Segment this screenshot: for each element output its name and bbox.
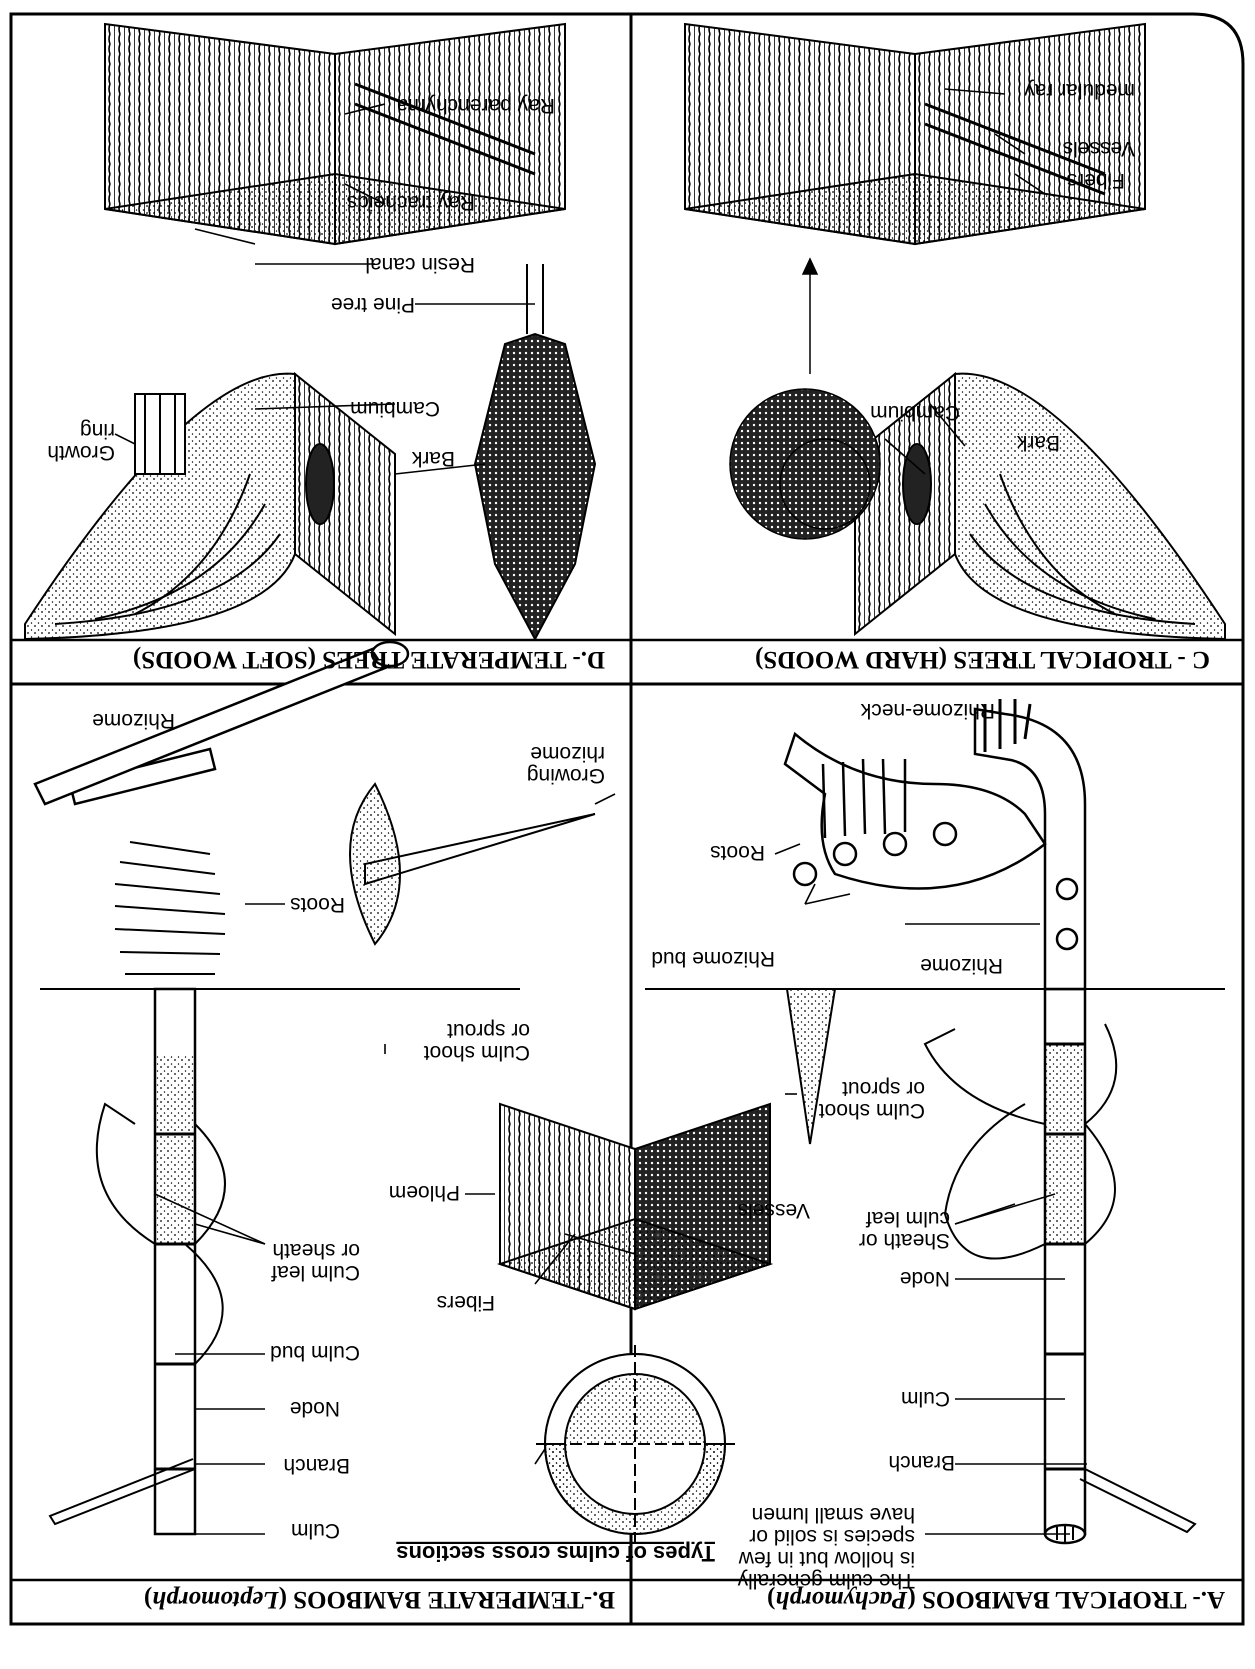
label-growth-1-d: Growth <box>47 441 115 464</box>
panel-b: B.-TEMPERATE BAMBOOS (Leptomorph) Types … <box>35 642 810 1613</box>
label-culm-shoot-2-b: or sprout <box>447 1019 530 1042</box>
label-fibers-b: Fibers <box>437 1291 495 1314</box>
label-branch-b: Branch <box>283 1454 350 1477</box>
label-growing-2-b: rhizome <box>530 742 605 765</box>
rhizome-system-a <box>785 699 1085 989</box>
branch-a <box>1080 1469 1195 1532</box>
label-ray-tracheids-d: Ray tracheids <box>347 191 475 214</box>
label-roots-a: Roots <box>710 841 765 864</box>
label-rhizome-bud-a: Rhizome bud <box>651 947 775 970</box>
label-rhizome-neck-a: Rhizome-neck <box>860 699 995 722</box>
label-ray-parenchyma-d: Ray parenchyma <box>396 94 555 117</box>
label-culm-leaf-1-b: Culm leaf <box>271 1261 360 1284</box>
label-vessels-b: Vessels <box>738 1199 810 1222</box>
label-bark-c: Bark <box>1016 431 1060 454</box>
label-sheath-2-a: culm leaf <box>866 1207 950 1230</box>
panel-d: D.- TEMPERATE TREES (SOFT WOODS) <box>25 24 605 673</box>
rhizome-system-b <box>35 642 408 974</box>
label-resin-canal-d: Resin canal <box>365 253 475 276</box>
label-node-a: Node <box>900 1267 950 1290</box>
cross-sections-title: Types of culms cross sections <box>396 1541 715 1566</box>
softwood-block-d <box>105 24 565 244</box>
label-sheath-1-a: Sheath or <box>859 1229 950 1252</box>
panel-c-title: C - TROPICAL TREES (HARD WOODS) <box>755 646 1210 673</box>
sheaths-a <box>925 1024 1116 1259</box>
label-hollow-2: is hollow but in few <box>738 1547 915 1570</box>
label-branch-a: Branch <box>888 1451 955 1474</box>
label-culm-shoot-1-b: Culm shoot <box>424 1041 530 1064</box>
label-rhizome-b: Rhizome <box>92 709 175 732</box>
label-bark-d: Bark <box>411 447 455 470</box>
label-fibers-c: Fibers <box>1067 169 1125 192</box>
hardwood-block-c <box>685 24 1145 244</box>
culm-a <box>1045 989 1085 1543</box>
label-cambium-c: Cambium <box>870 401 960 424</box>
label-cambium-d: Cambium <box>350 397 440 420</box>
tropical-tree-c <box>730 259 880 539</box>
label-vessels-c: Vessels <box>1063 137 1135 160</box>
label-hollow-4: have small lumen <box>752 1503 915 1526</box>
label-medular-ray-c: medular ray <box>1024 79 1135 102</box>
label-culm-leaf-2-b: or sheath <box>272 1239 360 1262</box>
label-node-b: Node <box>290 1397 340 1420</box>
label-hollow-3: species is solid or <box>749 1525 915 1548</box>
label-pine-tree-d: Pine tree <box>331 293 415 316</box>
label-culm-bud-b: Culm bud <box>270 1341 360 1364</box>
softwood-log-d <box>25 374 395 639</box>
label-phloem-b: Phloem <box>389 1181 460 1204</box>
culm-cross-section <box>535 1344 735 1544</box>
label-roots-b: Roots <box>290 893 345 916</box>
growing-rhizome-b <box>350 784 595 944</box>
panel-b-title: B.-TEMPERATE BAMBOOS (Leptomorph) <box>144 1586 615 1613</box>
label-culm-shoot-1-a: Culm shoot <box>819 1099 925 1122</box>
label-culm-a: Culm <box>901 1387 950 1410</box>
culm-b <box>50 989 195 1534</box>
pine-tree-d <box>475 264 595 639</box>
label-hollow-1: The culm generally <box>737 1569 915 1592</box>
panel-d-title: D.- TEMPERATE TREES (SOFT WOODS) <box>133 646 605 673</box>
label-growth-2-d: ring <box>80 419 115 442</box>
label-rhizome-a: Rhizome <box>920 954 1003 977</box>
label-growing-1-b: Growing <box>527 764 605 787</box>
panel-c: C - TROPICAL TREES (HARD WOODS) <box>685 24 1225 673</box>
label-culm-shoot-2-a: or sprout <box>842 1077 925 1100</box>
label-culm-b: Culm <box>291 1519 340 1542</box>
rotated-sheet: A.- TROPICAL BAMBOOS (Pachymorph) <box>11 14 1243 1624</box>
